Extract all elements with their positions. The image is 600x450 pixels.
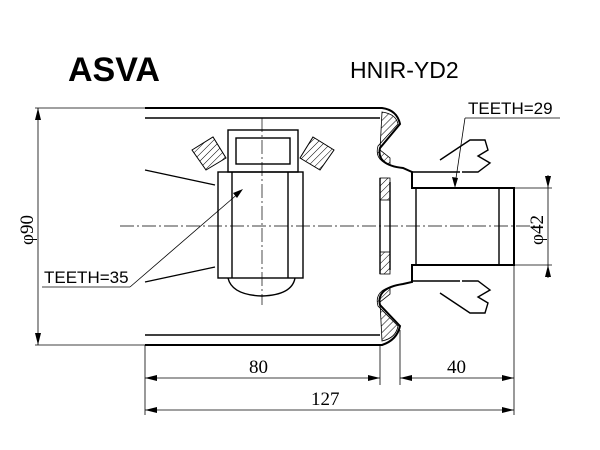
shaft-diameter-label: φ42 [527, 215, 548, 245]
tripod-spider [191, 118, 335, 305]
teeth-outer-leader [452, 117, 560, 188]
total-length-label: 127 [311, 389, 340, 410]
dimension-length-row [144, 265, 515, 415]
boot-ring [412, 139, 492, 314]
outer-diameter-label: φ90 [17, 215, 38, 245]
housing-wall-hatch [376, 111, 399, 342]
teeth-outer-label: TEETH=29 [468, 99, 553, 118]
teeth-inner-leader [42, 189, 243, 288]
dimension-outer-diameter [35, 107, 145, 346]
teeth-inner-label: TEETH=35 [44, 268, 129, 287]
dimension-shaft-diameter [514, 175, 552, 278]
body-length-label: 80 [249, 357, 268, 378]
part-number: HNIR-YD2 [350, 57, 459, 83]
brand-logo: ASVA [68, 51, 160, 89]
shaft-length-label: 40 [447, 357, 466, 378]
